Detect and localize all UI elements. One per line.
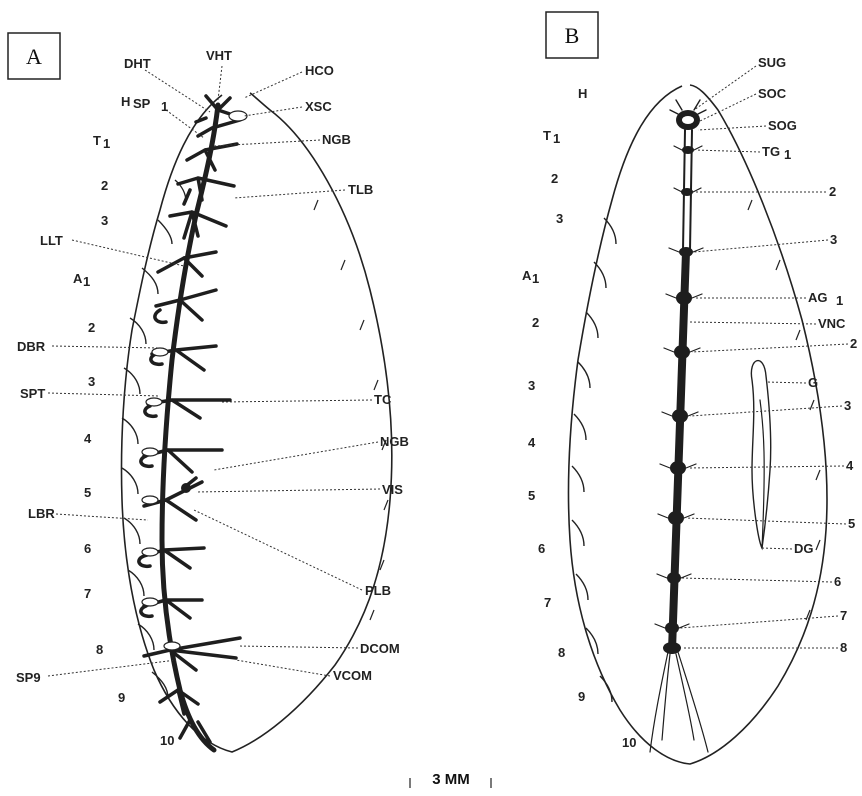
- segment-labels-b: H T 2 3 A 2 3 4 5 6 7 8 9 10 1 1: [522, 86, 636, 750]
- segment-notches-a-right: [314, 200, 388, 620]
- seg-label: T: [543, 128, 551, 143]
- seg-label: 5: [84, 485, 91, 500]
- nervous-system-b: [650, 100, 771, 752]
- seg-label: 6: [538, 541, 545, 556]
- seg-label: 3: [556, 211, 563, 226]
- segment-notches-a: [122, 180, 186, 698]
- subscript: 1: [161, 99, 168, 114]
- scale-label: 3 MM: [432, 771, 470, 788]
- callout-sp1: SP: [133, 96, 151, 111]
- subscript: 1: [836, 293, 843, 308]
- seg-label: 8: [558, 645, 565, 660]
- seg-label: 3: [88, 374, 95, 389]
- callout-leaders-a: [48, 66, 380, 676]
- callout-8: 8: [840, 640, 847, 655]
- larva-b-outline: [568, 85, 827, 764]
- scale-bar: 3 MM: [410, 771, 491, 788]
- segment-notches-b: [572, 218, 616, 702]
- seg-label: 7: [84, 586, 91, 601]
- panel-a-letter: A: [26, 44, 42, 69]
- callout-xsc: XSC: [305, 99, 332, 114]
- seg-label: 2: [551, 171, 558, 186]
- callout-sog: SOG: [768, 118, 797, 133]
- seg-label: 4: [528, 435, 536, 450]
- callout-tc: TC: [374, 392, 392, 407]
- callout-6: 6: [834, 574, 841, 589]
- seg-label: A: [522, 268, 532, 283]
- seg-label: 2: [101, 178, 108, 193]
- seg-label: 9: [578, 689, 585, 704]
- callout-ngb: NGB: [322, 132, 351, 147]
- seg-label: 6: [84, 541, 91, 556]
- subscript: 1: [83, 274, 90, 289]
- panel-b-letter: B: [565, 23, 580, 48]
- subscript: 1: [553, 131, 560, 146]
- callout-2b: 2: [850, 336, 857, 351]
- seg-label: H: [121, 94, 130, 109]
- callout-labels-b: SUG SOC SOG TG 1 2 3 AG 1 VNC 2 G 3 4 5 …: [758, 55, 857, 655]
- callout-7: 7: [840, 608, 847, 623]
- callout-lbr: LBR: [28, 506, 55, 521]
- seg-label: 10: [160, 733, 174, 748]
- callout-tg1: TG: [762, 144, 780, 159]
- callout-g: G: [808, 375, 818, 390]
- tracheal-system-a: [139, 96, 247, 750]
- callout-dg: DG: [794, 541, 814, 556]
- callout-ngb-2: NGB: [380, 434, 409, 449]
- seg-label: T: [93, 133, 101, 148]
- callout-2: 2: [829, 184, 836, 199]
- callout-sug: SUG: [758, 55, 786, 70]
- seg-label: A: [73, 271, 83, 286]
- callout-dht: DHT: [124, 56, 151, 71]
- seg-label: 4: [84, 431, 92, 446]
- visceral-node: [181, 483, 191, 493]
- callout-soc: SOC: [758, 86, 787, 101]
- subscript: 1: [532, 271, 539, 286]
- callout-vht: VHT: [206, 48, 232, 63]
- subscript: 1: [784, 147, 791, 162]
- seg-label: 5: [528, 488, 535, 503]
- spiracles-a: [142, 111, 247, 650]
- gonad: [751, 361, 770, 548]
- callout-ag1: AG: [808, 290, 828, 305]
- seg-label: H: [578, 86, 587, 101]
- callout-llt: LLT: [40, 233, 63, 248]
- callout-sp9: SP9: [16, 670, 41, 685]
- seg-label: 10: [622, 735, 636, 750]
- seg-label: 3: [101, 213, 108, 228]
- callout-3b: 3: [844, 398, 851, 413]
- callout-spt: SPT: [20, 386, 45, 401]
- callout-vis: VIS: [382, 482, 403, 497]
- callout-5: 5: [848, 516, 855, 531]
- ventral-nerve-cord: [672, 252, 686, 650]
- panel-b: B: [522, 12, 857, 764]
- callout-tlb: TLB: [348, 182, 373, 197]
- callout-plb: PLB: [365, 583, 391, 598]
- esophageal-opening: [682, 116, 694, 124]
- segment-labels-a: H T 2 3 A 2 3 4 5 6 7 8 9 10 1 1: [73, 94, 174, 748]
- subscript: 1: [103, 136, 110, 151]
- seg-label: 2: [88, 320, 95, 335]
- callout-4: 4: [846, 458, 854, 473]
- callout-3: 3: [830, 232, 837, 247]
- seg-label: 7: [544, 595, 551, 610]
- seg-label: 8: [96, 642, 103, 657]
- callout-vnc: VNC: [818, 316, 846, 331]
- callout-hco: HCO: [305, 63, 334, 78]
- seg-label: 3: [528, 378, 535, 393]
- callout-vcom: VCOM: [333, 668, 372, 683]
- callout-dbr: DBR: [17, 339, 46, 354]
- panel-a: A: [8, 33, 409, 752]
- seg-label: 2: [532, 315, 539, 330]
- seg-label: 9: [118, 690, 125, 705]
- callout-dcom: DCOM: [360, 641, 400, 656]
